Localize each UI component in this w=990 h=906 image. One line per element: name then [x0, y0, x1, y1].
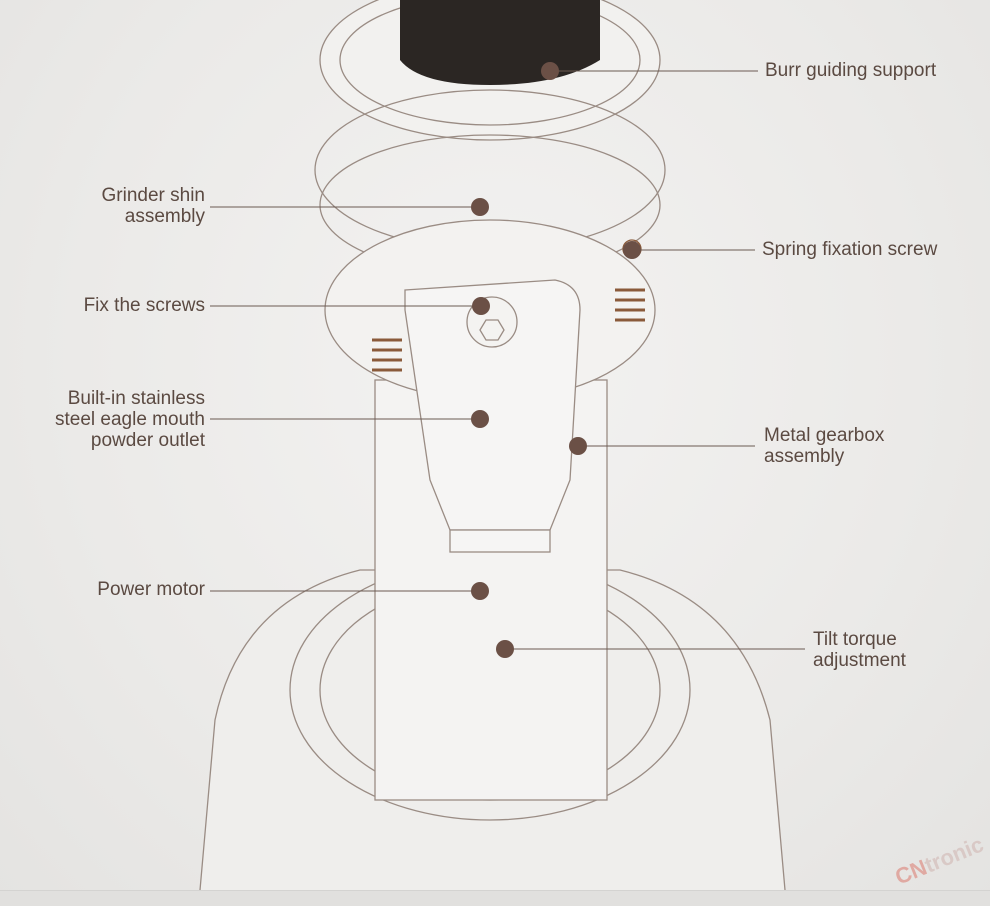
- label-spring-fixation-screw: Spring fixation screw: [762, 239, 938, 260]
- label-tilt-torque: Tilt torque adjustment: [813, 629, 906, 671]
- label-metal-gearbox: Metal gearbox assembly: [764, 425, 885, 467]
- label-fix-the-screws: Fix the screws: [83, 295, 205, 316]
- label-power-motor: Power motor: [97, 579, 205, 600]
- dot-motor: [471, 582, 489, 600]
- dot-gearbox: [569, 437, 587, 455]
- powder-outlet: [404, 279, 581, 531]
- dot-fix-screws: [472, 297, 490, 315]
- dot-spring-screw: [623, 241, 641, 259]
- dot-outlet: [471, 410, 489, 428]
- burr: [400, 0, 600, 85]
- dot-shin: [471, 198, 489, 216]
- label-grinder-shin-assembly: Grinder shin assembly: [101, 185, 206, 227]
- dot-burr: [541, 62, 559, 80]
- callout-dots: [471, 62, 641, 658]
- label-powder-outlet: Built-in stainless steel eagle mouth pow…: [55, 388, 205, 451]
- floor-strip: [0, 890, 990, 906]
- dot-tilt: [496, 640, 514, 658]
- leader-lines: [210, 70, 805, 650]
- label-burr-guiding-support: Burr guiding support: [765, 60, 937, 81]
